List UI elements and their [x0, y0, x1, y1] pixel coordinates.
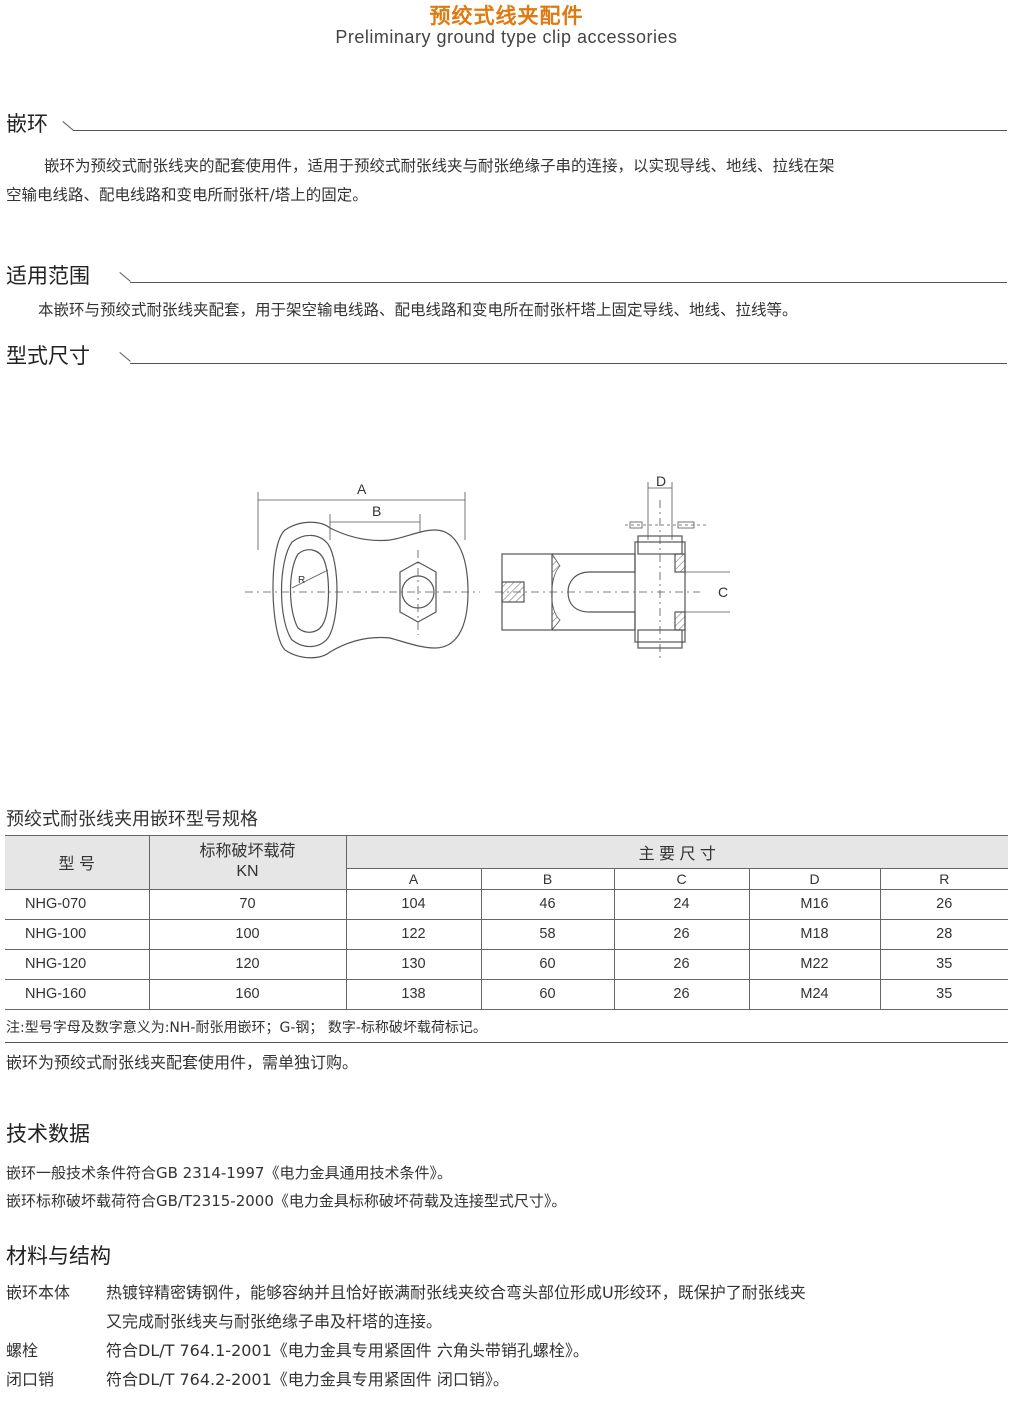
- heading-rule: [130, 282, 1007, 283]
- section-heading-scope: 适用范围: [6, 264, 90, 288]
- cell-a: 130: [346, 949, 482, 980]
- cell-a: 138: [346, 979, 482, 1010]
- cell-b: 60: [481, 949, 615, 980]
- header-col-c: C: [614, 868, 750, 890]
- cell-model: NHG-120: [5, 949, 150, 980]
- cell-a: 122: [346, 919, 482, 950]
- material-desc-line2: 又完成耐张线夹与耐张绝缘子串及杆塔的连接。: [106, 1312, 443, 1331]
- tech-line1: 嵌环一般技术条件符合GB 2314-1997《电力金具通用技术条件》。: [6, 1164, 452, 1182]
- header-load: 标称破坏载荷 KN: [149, 836, 347, 890]
- cell-r: 28: [880, 919, 1008, 950]
- scope-text: 本嵌环与预绞式耐张线夹配套，用于架空输电线路、配电线路和变电所在耐张杆塔上固定导…: [38, 301, 798, 319]
- label-b: B: [372, 503, 381, 519]
- material-item-bolt: 螺栓 符合DL/T 764.1-2001《电力金具专用紧固件 六角头带销孔螺栓》…: [6, 1336, 1006, 1365]
- header-col-d: D: [749, 868, 881, 890]
- header-main-dimensions: 主 要 尺 寸: [346, 836, 1008, 869]
- ring-text-line2: 空输电线路、配电线路和变电所耐张杆/塔上的固定。: [6, 186, 368, 204]
- cell-a: 104: [346, 889, 482, 920]
- cell-b: 60: [481, 979, 615, 1010]
- label-d: D: [656, 473, 666, 489]
- cell-d: M18: [749, 919, 881, 950]
- table-row: NHG-120 120 130 60 26 M22 35: [5, 949, 1008, 980]
- cell-load: 160: [149, 979, 347, 1010]
- heading-rule: [73, 130, 1007, 131]
- header-load-line2: KN: [236, 863, 259, 881]
- cell-c: 26: [614, 949, 750, 980]
- cell-b: 46: [481, 889, 615, 920]
- table-row: NHG-070 70 104 46 24 M16 26: [5, 889, 1008, 920]
- thimble-drawing: A B R D C: [245, 473, 730, 660]
- table-note: 注:型号字母及数字意义为:NH-耐张用嵌环；G-钢； 数字-标称破坏载荷标记。: [6, 1020, 487, 1036]
- material-item-pin: 闭口销 符合DL/T 764.2-2001《电力金具专用紧固件 闭口销》。: [6, 1365, 1006, 1394]
- cell-model: NHG-160: [5, 979, 150, 1010]
- material-label: 嵌环本体: [6, 1283, 71, 1302]
- material-desc-line1: 符合DL/T 764.2-2001《电力金具专用紧固件 闭口销》。: [106, 1370, 509, 1389]
- cell-d: M16: [749, 889, 881, 920]
- label-c: C: [718, 584, 728, 600]
- ring-description: 嵌环为预绞式耐张线夹的配套使用件，适用于预绞式耐张线夹与耐张绝缘子串的连接，以实…: [6, 152, 1010, 210]
- cell-b: 58: [481, 919, 615, 950]
- cell-load: 70: [149, 889, 347, 920]
- material-label: 螺栓: [6, 1341, 39, 1360]
- heading-tick: [119, 272, 131, 282]
- material-desc: 热镀锌精密铸钢件，能够容纳并且恰好嵌满耐张线夹绞合弯头部位形成U形绞环，既保护了…: [106, 1278, 806, 1336]
- cell-model: NHG-070: [5, 889, 150, 920]
- cell-c: 26: [614, 919, 750, 950]
- heading-tick: [119, 352, 131, 362]
- material-desc-line1: 符合DL/T 764.1-2001《电力金具专用紧固件 六角头带销孔螺栓》。: [106, 1341, 589, 1360]
- cell-d: M24: [749, 979, 881, 1010]
- cell-r: 35: [880, 949, 1008, 980]
- header-col-b: B: [481, 868, 615, 890]
- thimble-groove: [280, 534, 338, 648]
- label-a: A: [357, 481, 367, 497]
- cell-load: 120: [149, 949, 347, 980]
- label-r: R: [298, 575, 305, 586]
- table-row: NHG-160 160 138 60 26 M24 35: [5, 979, 1008, 1010]
- material-list: 嵌环本体 热镀锌精密铸钢件，能够容纳并且恰好嵌满耐张线夹绞合弯头部位形成U形绞环…: [6, 1278, 1006, 1394]
- radius-arrow: [291, 569, 329, 589]
- table-row: NHG-100 100 122 58 26 M18 28: [5, 919, 1008, 950]
- tech-line2: 嵌环标称破坏载荷符合GB/T2315-2000《电力金具标称破坏荷载及连接型式尺…: [6, 1192, 567, 1210]
- cell-model: NHG-100: [5, 919, 150, 950]
- cell-r: 35: [880, 979, 1008, 1010]
- note-rule: [5, 1042, 1008, 1043]
- header-model: 型 号: [5, 836, 150, 890]
- cell-r: 26: [880, 889, 1008, 920]
- section-heading-material: 材料与结构: [6, 1244, 111, 1268]
- section-heading-tech: 技术数据: [6, 1122, 90, 1146]
- material-label: 闭口销: [6, 1370, 55, 1389]
- cell-load: 100: [149, 919, 347, 950]
- order-note: 嵌环为预绞式耐张线夹配套使用件，需单独订购。: [6, 1053, 359, 1072]
- section-heading-ring: 嵌环: [6, 112, 48, 136]
- cell-c: 24: [614, 889, 750, 920]
- table-caption: 预绞式耐张线夹用嵌环型号规格: [6, 809, 258, 830]
- ring-text-line1: 嵌环为预绞式耐张线夹的配套使用件，适用于预绞式耐张线夹与耐张绝缘子串的连接，以实…: [44, 157, 835, 175]
- thimble-outline: [272, 521, 469, 659]
- header-col-r: R: [880, 868, 1008, 890]
- thimble-inner: [289, 549, 330, 633]
- page-subtitle: Preliminary ground type clip accessories: [335, 27, 678, 47]
- heading-rule: [130, 363, 1007, 364]
- section-heading-dimensions: 型式尺寸: [6, 344, 90, 368]
- header-col-a: A: [346, 868, 482, 890]
- material-item-body: 嵌环本体 热镀锌精密铸钢件，能够容纳并且恰好嵌满耐张线夹绞合弯头部位形成U形绞环…: [6, 1278, 1006, 1336]
- cell-c: 26: [614, 979, 750, 1010]
- spec-table: 型 号 标称破坏载荷 KN 主 要 尺 寸 A B C D R NHG-070 …: [5, 836, 1008, 1010]
- spec-table-wrap: 型 号 标称破坏载荷 KN 主 要 尺 寸 A B C D R NHG-070 …: [5, 835, 1008, 1010]
- page-title: 预绞式线夹配件: [429, 4, 584, 28]
- cell-d: M22: [749, 949, 881, 980]
- material-desc-line1: 热镀锌精密铸钢件，能够容纳并且恰好嵌满耐张线夹绞合弯头部位形成U形绞环，既保护了…: [106, 1283, 806, 1302]
- header-load-line1: 标称破坏载荷: [199, 843, 296, 861]
